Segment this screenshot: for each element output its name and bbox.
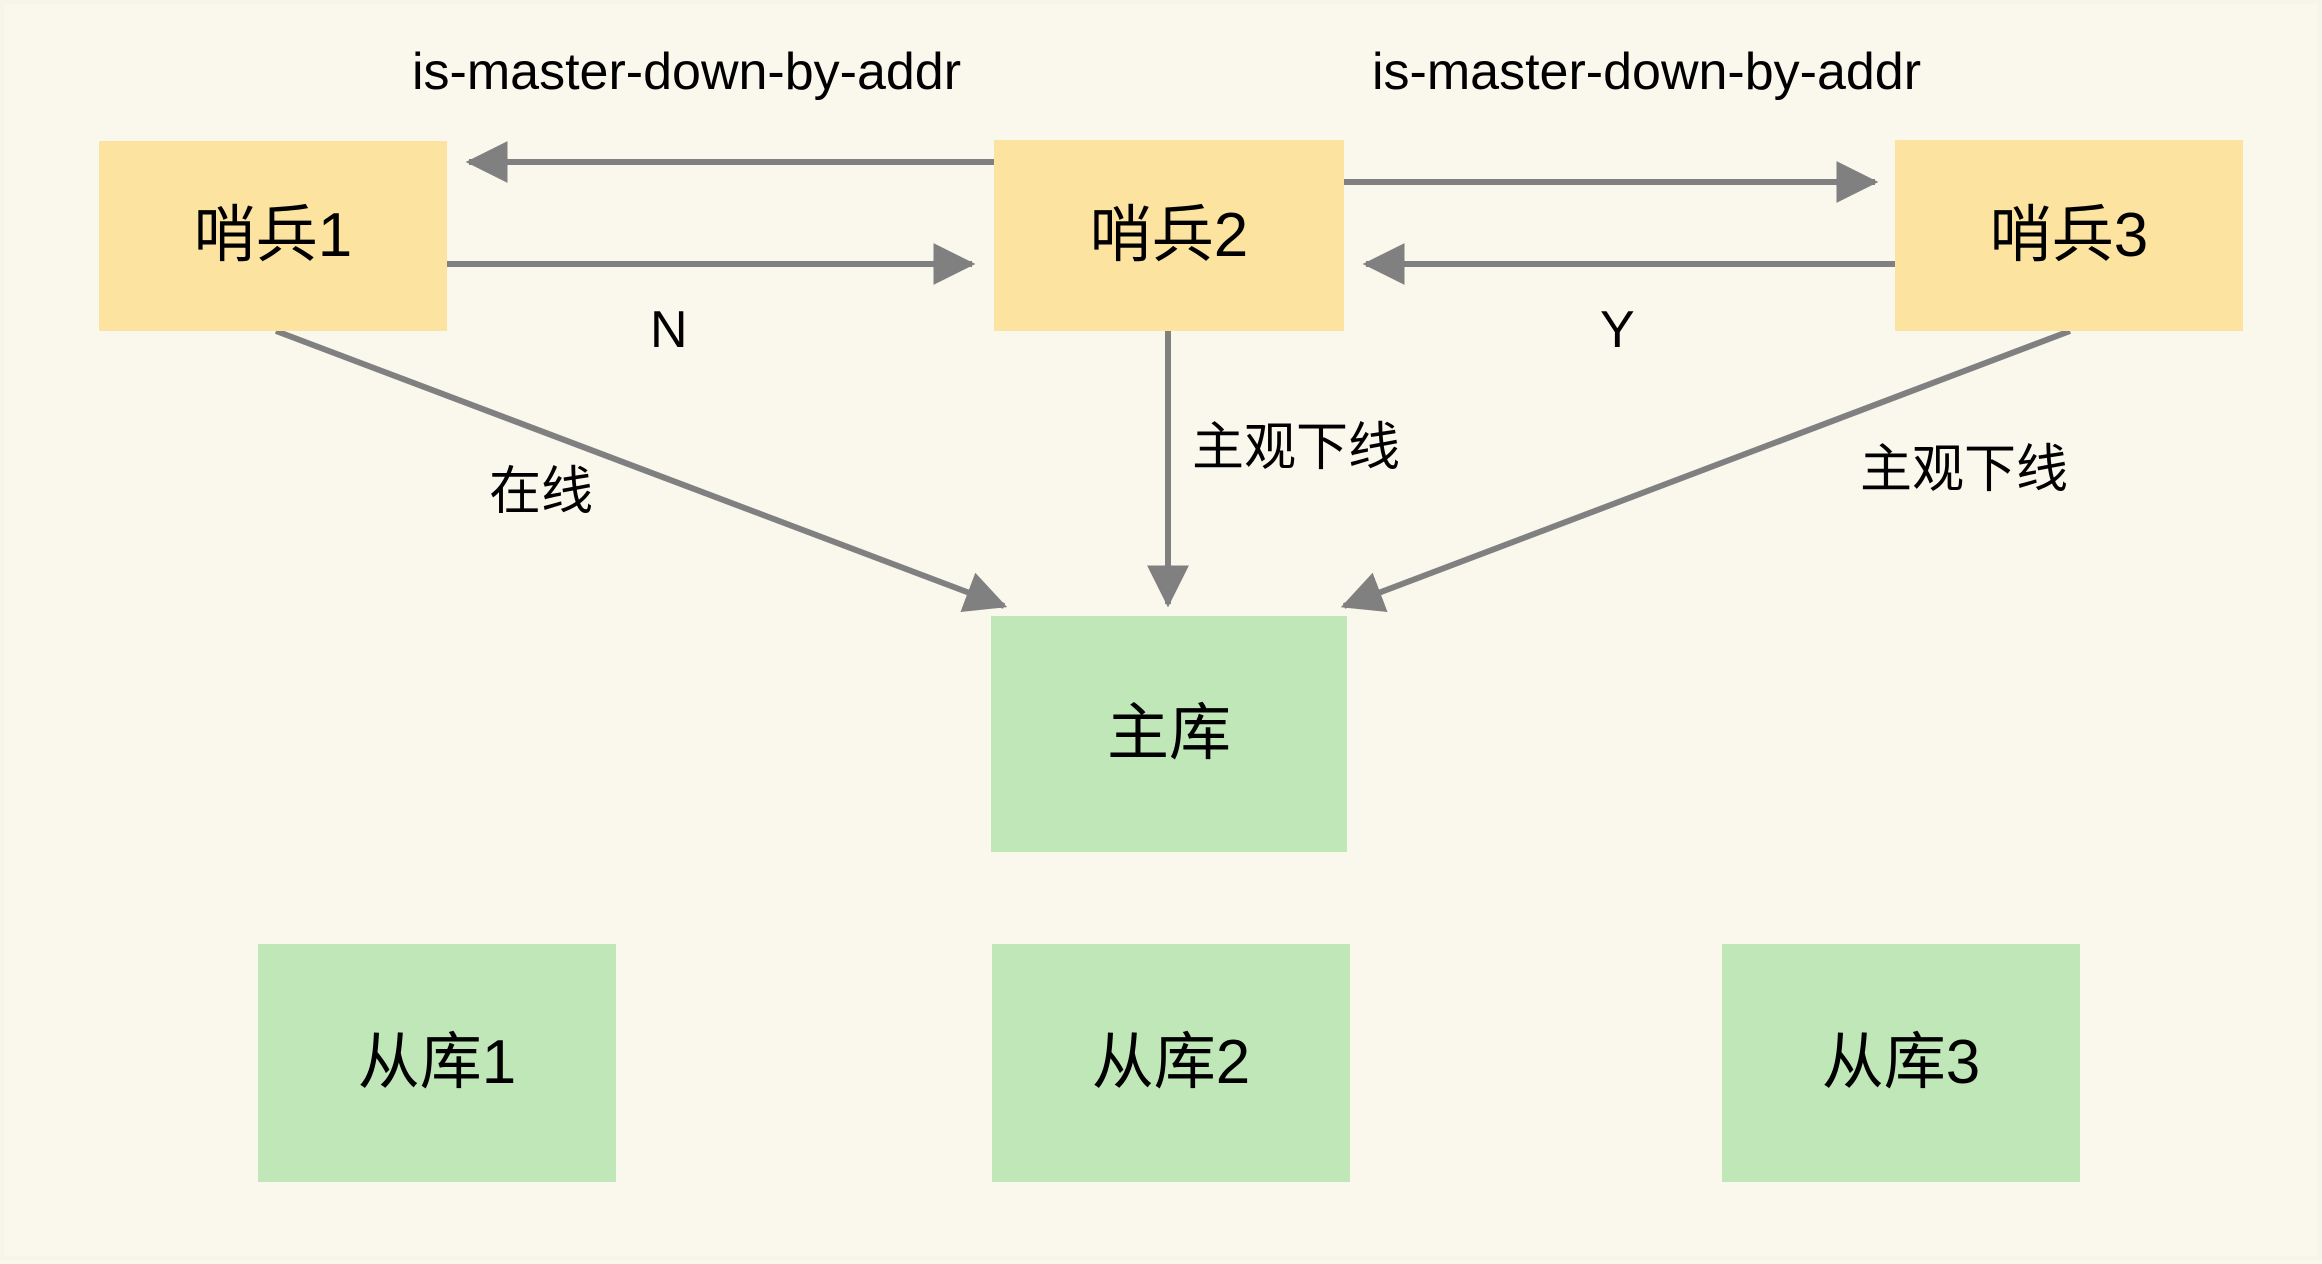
node-label-master-db: 主库 — [1106, 699, 1231, 768]
node-sentinel-3[interactable]: 哨兵3 — [1895, 140, 2243, 331]
edge-label-online: 在线 — [489, 463, 594, 521]
node-label-slave-1: 从库1 — [357, 1028, 517, 1097]
node-label-slave-2: 从库2 — [1091, 1028, 1251, 1097]
edge-label-is-master-down-right: is-master-down-by-addr — [1372, 43, 1922, 101]
node-sentinel-1[interactable]: 哨兵1 — [99, 141, 447, 331]
node-label-slave-3: 从库3 — [1821, 1028, 1981, 1097]
edge-label-reply-y: Y — [1600, 301, 1635, 359]
node-sentinel-2[interactable]: 哨兵2 — [994, 140, 1344, 331]
node-master-db[interactable]: 主库 — [991, 616, 1347, 852]
node-label-sentinel-1: 哨兵1 — [193, 201, 353, 270]
node-slave-2[interactable]: 从库2 — [992, 944, 1350, 1182]
edge-label-sdown-right: 主观下线 — [1860, 441, 2069, 499]
node-slave-3[interactable]: 从库3 — [1722, 944, 2080, 1182]
node-label-sentinel-3: 哨兵3 — [1989, 200, 2149, 270]
edge-label-reply-n: N — [650, 301, 688, 359]
node-label-sentinel-2: 哨兵2 — [1089, 200, 1249, 270]
edge-s1-to-master — [274, 328, 1008, 612]
edge-label-sdown-mid: 主观下线 — [1192, 419, 1401, 477]
edge-label-is-master-down-left: is-master-down-by-addr — [412, 43, 962, 101]
node-slave-1[interactable]: 从库1 — [258, 944, 616, 1182]
